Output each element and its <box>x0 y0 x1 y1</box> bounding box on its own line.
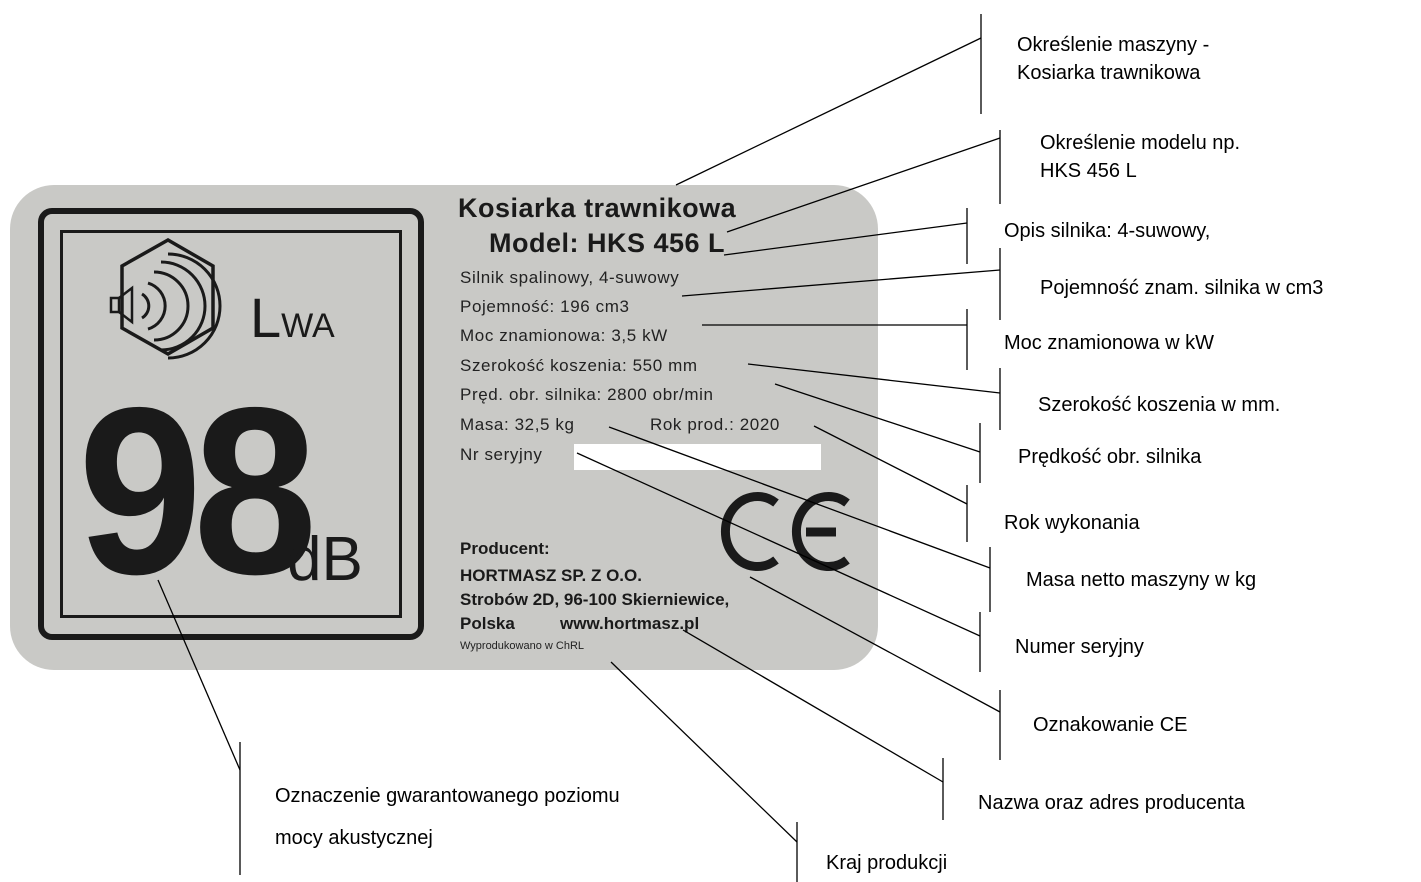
annotation-noise-line2: mocy akustycznej <box>275 827 433 849</box>
spec-speed: Pręd. obr. silnika: 2800 obr/min <box>460 385 714 404</box>
annotation-mass: Masa netto maszyny w kg <box>1026 569 1257 591</box>
annotation-noise: Oznaczenie gwarantowanego poziomu mocy a… <box>275 775 620 859</box>
leader-model <box>726 137 1001 233</box>
annotation-model-line2: HKS 456 L <box>1040 160 1137 182</box>
serial-number-field <box>574 444 821 470</box>
spec-power: Moc znamionowa: 3,5 kW <box>460 326 668 345</box>
made-in: Wyprodukowano w ChRL <box>460 640 585 652</box>
producer-label: Producent: <box>460 539 550 558</box>
producer-address: Strobów 2D, 96-100 Skierniewice, <box>460 590 730 609</box>
producer-country: Polska <box>460 614 515 633</box>
annotation-power: Moc znamionowa w kW <box>1004 332 1215 354</box>
rating-plate <box>10 185 878 670</box>
annotation-ce: Oznakowanie CE <box>1033 714 1188 736</box>
annotation-serial: Numer seryjny <box>1015 636 1144 658</box>
annotation-cutting: Szerokość koszenia w mm. <box>1038 394 1281 416</box>
spec-engine: Silnik spalinowy, 4-suwowy <box>460 268 680 287</box>
noise-value: 98 <box>78 359 317 624</box>
noise-unit: dB <box>287 525 363 594</box>
serial-label: Nr seryjny <box>460 445 543 464</box>
annotation-noise-line1: Oznaczenie gwarantowanego poziomu <box>275 785 620 807</box>
leader-mass <box>608 426 991 569</box>
annotation-country: Kraj produkcji <box>826 852 948 874</box>
leader-year <box>813 425 968 505</box>
leader-ce <box>749 576 1001 713</box>
leader-country <box>610 661 798 843</box>
annotation-speed: Prędkość obr. silnika <box>1018 446 1202 468</box>
noise-level-frame <box>38 208 424 640</box>
leader-cutting <box>747 363 1001 394</box>
plate-title: Kosiarka trawnikowa <box>458 193 737 223</box>
leader-noise <box>157 579 241 771</box>
leader-serial <box>576 452 981 637</box>
spec-cutting-width: Szerokość koszenia: 550 mm <box>460 356 698 375</box>
spec-capacity: Pojemność: 196 cm3 <box>460 297 630 316</box>
noise-level-inner-frame <box>60 230 402 618</box>
annotation-capacity: Pojemność znam. silnika w cm3 <box>1040 277 1324 299</box>
leader-engine <box>723 222 968 256</box>
producer-name: HORTMASZ SP. Z O.O. <box>460 566 642 585</box>
leader-producer <box>682 629 944 783</box>
leader-capacity <box>681 269 1001 297</box>
lwa-wa: WA <box>281 307 335 345</box>
leader-machine <box>675 37 982 186</box>
annotation-machine: Określenie maszyny - Kosiarka trawnikowa <box>1017 31 1209 87</box>
producer-website: www.hortmasz.pl <box>560 614 700 633</box>
plate-model: Model: HKS 456 L <box>489 228 726 258</box>
annotation-machine-line2: Kosiarka trawnikowa <box>1017 62 1201 84</box>
annotation-producer: Nazwa oraz adres producenta <box>978 792 1245 814</box>
annotation-model: Określenie modelu np. HKS 456 L <box>1040 129 1240 185</box>
lwa-symbol: LWA <box>250 285 335 350</box>
leader-speed <box>774 383 981 453</box>
annotation-engine: Opis silnika: 4-suwowy, <box>1004 220 1211 242</box>
annotation-machine-line1: Określenie maszyny - <box>1017 34 1210 56</box>
lwa-l: L <box>250 286 282 349</box>
annotation-model-line1: Określenie modelu np. <box>1040 132 1241 154</box>
spec-year: Rok prod.: 2020 <box>650 415 780 434</box>
speaker-hexagon-icon <box>109 237 222 360</box>
annotation-year: Rok wykonania <box>1004 512 1140 534</box>
spec-mass: Masa: 32,5 kg <box>460 415 575 434</box>
